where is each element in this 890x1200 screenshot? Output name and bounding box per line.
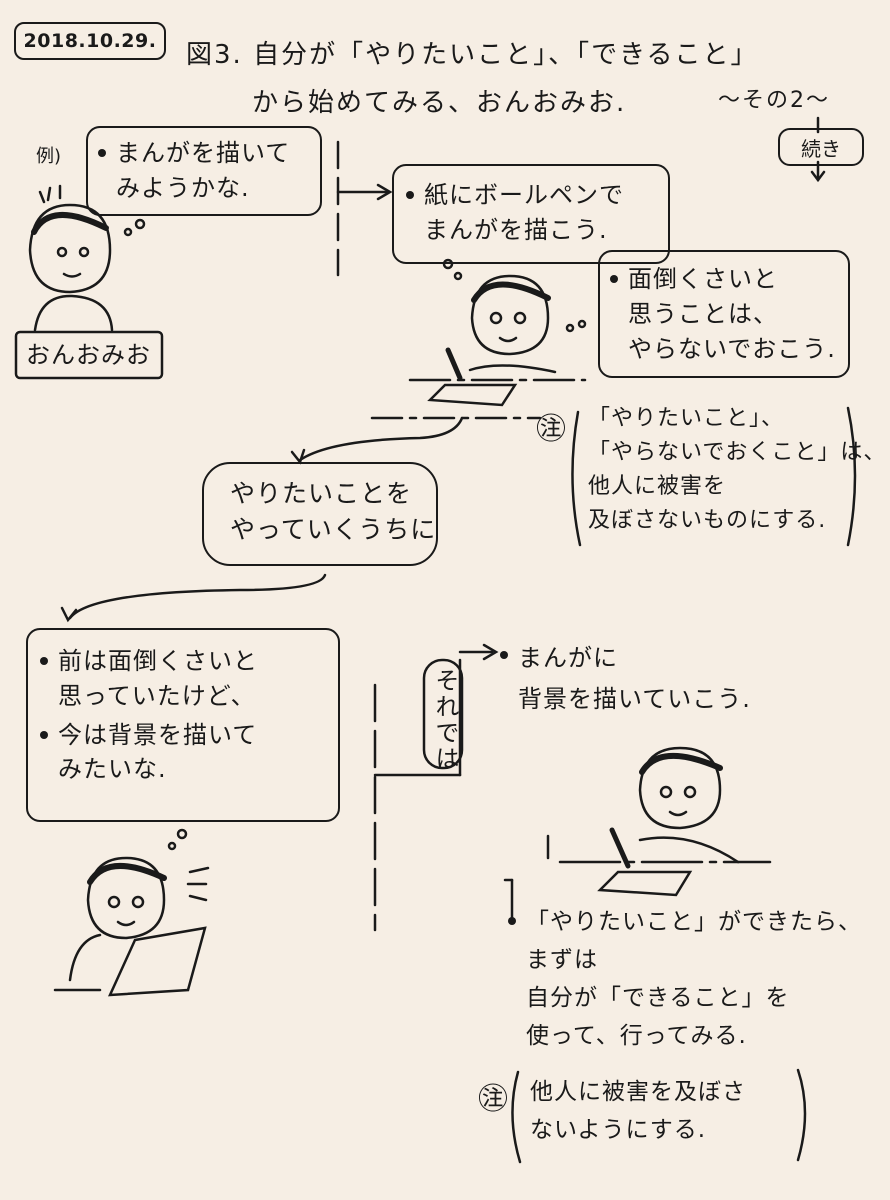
box-pen-line-2: まんがを描こう.: [424, 215, 608, 244]
note1-text: 「やりたいこと」、 「やらないでおくこと」は、 他人に被害を 及ぼさないものにす…: [588, 402, 886, 538]
result2-line-1: 「やりたいこと」ができたら、: [526, 909, 862, 935]
bubble1-line-1: まんがを描いて: [116, 139, 291, 167]
sorede-label: それでは: [431, 668, 459, 772]
note2-line-2: ないようにする.: [530, 1116, 707, 1143]
tedious-line-1: 面倒くさいと: [628, 265, 778, 293]
thought-bubble-bottom: 前は面倒くさいと 思っていたけど、 今は背景を描いて みたいな.: [26, 628, 340, 822]
result2-line-4: 使って、行ってみる.: [526, 1022, 747, 1049]
note2-mark: ㊟: [478, 1082, 508, 1117]
plan-box-pen: 紙にボールペンで まんがを描こう.: [392, 164, 670, 264]
bullet-dot: [500, 651, 508, 659]
note1-line-2: 「やらないでおくこと」は、: [588, 440, 887, 466]
result2: 「やりたいこと」ができたら、 まずは 自分が「できること」を 使って、行ってみる…: [508, 904, 862, 1056]
bottom-bullet-2: 今は背景を描いて みたいな.: [40, 718, 258, 788]
bottom-bubble-content: 前は面倒くさいと 思っていたけど、 今は背景を描いて みたいな.: [40, 644, 258, 787]
box-pen-content: 紙にボールペンで まんがを描こう.: [406, 178, 624, 248]
title-line-1: 図3. 自分が「やりたいこと」、「できること」: [186, 40, 759, 70]
bottom-b1-line-1: 前は面倒くさいと: [58, 647, 258, 675]
tedious-line-2: 思うことは、: [628, 299, 778, 328]
note1-line-1: 「やりたいこと」、: [588, 406, 785, 431]
result1-line-1: まんがに: [518, 644, 618, 672]
date-label: 2018.10.29.: [14, 22, 166, 60]
bullet-dot: [508, 917, 516, 925]
note2-text: 他人に被害を及ぼさ ないようにする.: [530, 1074, 746, 1150]
bullet-dot: [40, 730, 48, 739]
process-box-middle: やりたいことを やっていくうちに: [202, 462, 438, 566]
bottom-b2-line-2: みたいな.: [58, 755, 167, 784]
result1-line-2: 背景を描いていこう.: [518, 684, 751, 713]
bullet-dot: [406, 191, 414, 199]
note1-line-3: 他人に被害を: [588, 474, 727, 500]
title-subtitle: 〜その2〜: [718, 88, 830, 113]
bubble1-line-2: みようかな.: [116, 173, 250, 202]
tedious-line-3: やらないでおこう.: [628, 334, 836, 363]
continue-badge: 続き: [778, 128, 864, 166]
example-label: 例): [36, 146, 62, 167]
tedious-content: 面倒くさいと 思うことは、 やらないでおこう.: [610, 262, 836, 366]
continue-label: 続き: [801, 136, 841, 161]
bottom-bullet-1: 前は面倒くさいと 思っていたけど、: [40, 644, 258, 714]
result2-line-2: まずは: [526, 946, 598, 973]
middle-line-1: やりたいことを: [230, 479, 413, 508]
bullet-dot: [98, 149, 106, 157]
bottom-b1-line-2: 思っていたけど、: [58, 681, 256, 710]
character-name: おんおみお: [26, 341, 151, 369]
bullet-dot: [610, 275, 618, 283]
bottom-b2-line-1: 今は背景を描いて: [58, 720, 258, 749]
bullet-dot: [40, 657, 48, 665]
note1-line-4: 及ぼさないものにする.: [588, 508, 827, 534]
note1-mark: ㊟: [536, 412, 566, 447]
thought-bubble-tedious: 面倒くさいと 思うことは、 やらないでおこう.: [598, 250, 850, 378]
middle-line-2: やっていくうちに: [230, 515, 437, 545]
title-line-2: から始めてみる、おんおみお.: [252, 88, 627, 118]
result2-line-3: 自分が「できること」を: [526, 984, 790, 1011]
thought-bubble-1: まんがを描いて みようかな.: [86, 126, 322, 216]
box-pen-line-1: 紙にボールペンで: [424, 181, 624, 209]
result1: まんがに 背景を描いていこう.: [500, 638, 751, 720]
bubble1-content: まんがを描いて みようかな.: [98, 136, 290, 206]
note2-line-1: 他人に被害を及ぼさ: [530, 1079, 746, 1105]
